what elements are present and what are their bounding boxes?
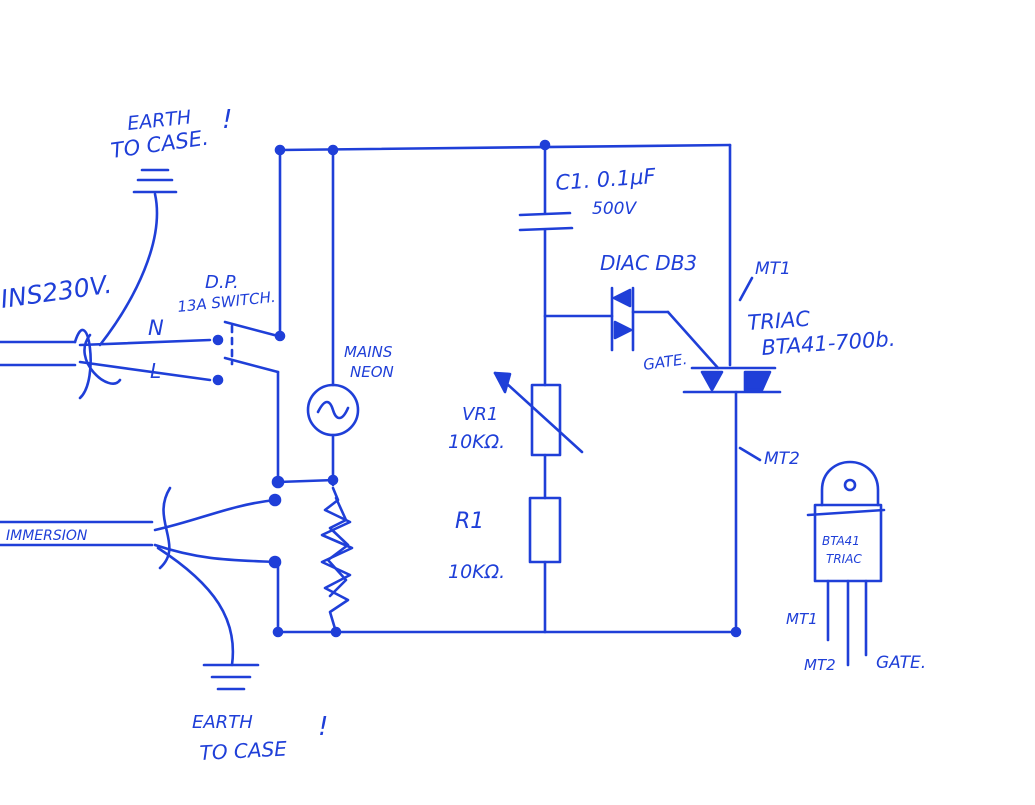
- package-label-line2: TRIAC: [826, 552, 862, 566]
- immersion-cable: [0, 486, 277, 570]
- pin-mt2-label: MT2: [804, 656, 836, 674]
- pin-gate-label: GATE.: [876, 653, 926, 673]
- diac-label: DIAC DB3: [600, 251, 697, 275]
- mains-neon-label-2: NEON: [350, 363, 394, 381]
- earth-top-label-2: TO CASE.: [109, 125, 210, 162]
- earth-symbol-bottom: [202, 663, 260, 691]
- earth-bottom-bang: !: [318, 712, 328, 742]
- gate-label: GATE.: [642, 350, 688, 374]
- mains-label: INS230V.: [0, 270, 114, 314]
- pin-mt1-label: MT1: [786, 610, 818, 628]
- package-label-line1: BTA41: [822, 534, 860, 548]
- dp-label-2: 13A SWITCH.: [177, 288, 277, 316]
- earth-symbol-top: [132, 168, 178, 194]
- potentiometer-vr1: [493, 371, 584, 457]
- immersion-heater-element: [320, 486, 354, 634]
- earth-bottom-label: EARTH: [192, 712, 253, 733]
- resistor-r1: [528, 496, 562, 564]
- capacitor-c1: [518, 211, 574, 232]
- triac-label: TRIAC: [747, 307, 811, 335]
- mt1-label: MT1: [755, 259, 791, 279]
- neutral-label: N: [148, 316, 164, 340]
- top-rail: [278, 143, 732, 152]
- triac-bta41: [682, 366, 782, 394]
- diac-db3: [610, 286, 635, 352]
- c1-label: C1. 0.1μF: [555, 164, 658, 195]
- r1-value: 10KΩ.: [448, 561, 505, 583]
- mt2-label: MT2: [764, 449, 800, 469]
- earth-bottom-label-2: TO CASE: [199, 736, 288, 765]
- triac-package-drawing: [806, 460, 886, 667]
- r1-label: R1: [455, 509, 484, 534]
- mains-neon-label: MAINS: [344, 343, 393, 361]
- vr1-value: 10KΩ.: [448, 431, 505, 453]
- earth-wire-bottom: [156, 546, 235, 667]
- mains-neon: [306, 148, 360, 487]
- mains-cable: [0, 328, 212, 400]
- immersion-label: IMMERSION: [6, 528, 88, 544]
- live-label: L: [150, 359, 161, 383]
- vr1-label: VR1: [462, 404, 498, 425]
- earth-wire-top: [98, 192, 159, 347]
- dp-label: D.P.: [205, 272, 239, 293]
- c1-label-2: 500V: [592, 199, 637, 219]
- earth-top-bang: !: [222, 105, 232, 135]
- dp-switch: [223, 320, 280, 374]
